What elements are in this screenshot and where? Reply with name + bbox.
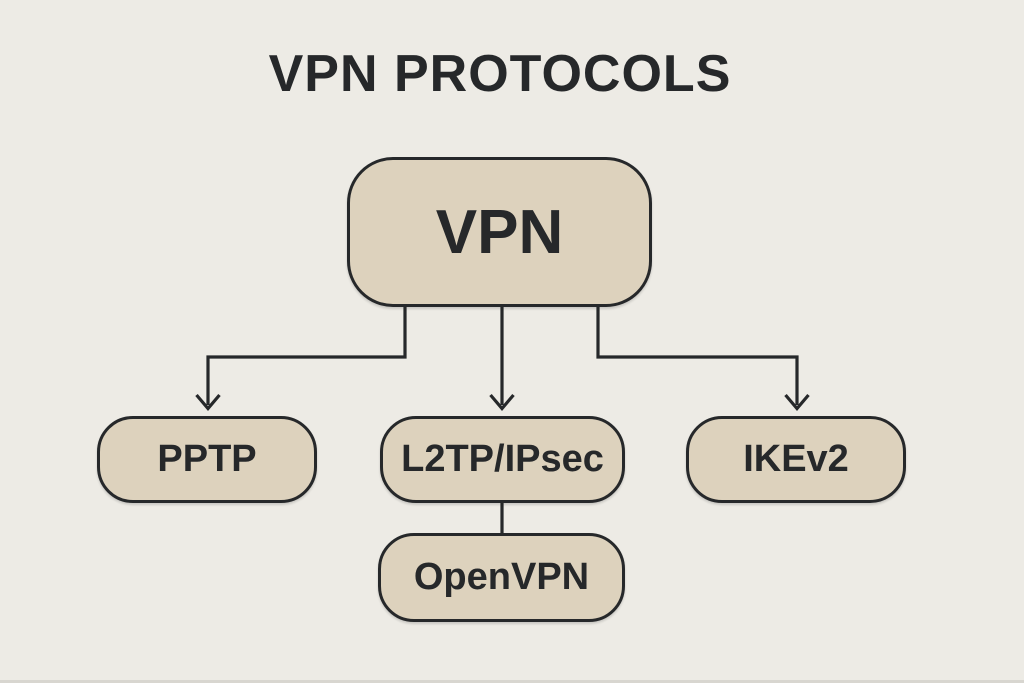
node-vpn: VPN <box>347 157 652 307</box>
node-pptp: PPTP <box>97 416 317 503</box>
edge-vpn-pptp <box>206 307 407 405</box>
node-openvpn: OpenVPN <box>378 533 625 622</box>
arrow-down-icon <box>489 393 515 411</box>
page-title: VPN PROTOCOLS <box>268 45 732 103</box>
node-ikev2: IKEv2 <box>686 416 906 503</box>
arrow-down-icon <box>784 393 810 411</box>
edge-vpn-ikev2 <box>596 307 799 405</box>
node-l2tp-ipsec: L2TP/IPsec <box>380 416 625 503</box>
arrow-down-icon <box>195 393 221 411</box>
page-bottom-edge <box>0 680 1024 683</box>
